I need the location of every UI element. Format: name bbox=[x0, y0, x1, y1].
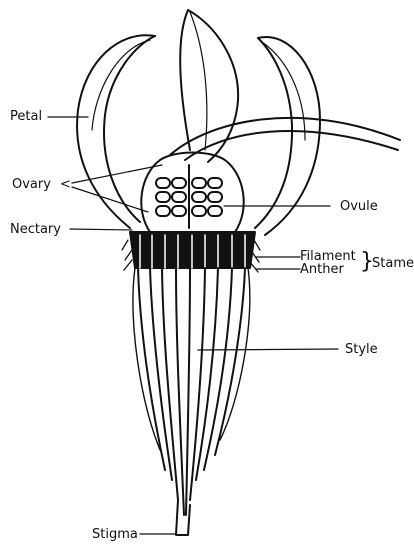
style-columns bbox=[133, 268, 250, 535]
label-petal: Petal bbox=[10, 110, 42, 123]
label-stamen: Stamen bbox=[372, 257, 414, 270]
petal-left bbox=[77, 35, 155, 228]
petal-right bbox=[255, 37, 320, 235]
ovary-bracket: < bbox=[60, 178, 71, 191]
ovary-body bbox=[141, 153, 243, 233]
label-nectary: Nectary bbox=[10, 223, 61, 236]
label-style: Style bbox=[345, 343, 378, 356]
anther-band bbox=[130, 232, 255, 268]
label-ovary: Ovary bbox=[12, 178, 51, 191]
label-stigma: Stigma bbox=[92, 528, 138, 541]
label-ovule: Ovule bbox=[340, 200, 378, 213]
label-anther: Anther bbox=[300, 263, 344, 276]
